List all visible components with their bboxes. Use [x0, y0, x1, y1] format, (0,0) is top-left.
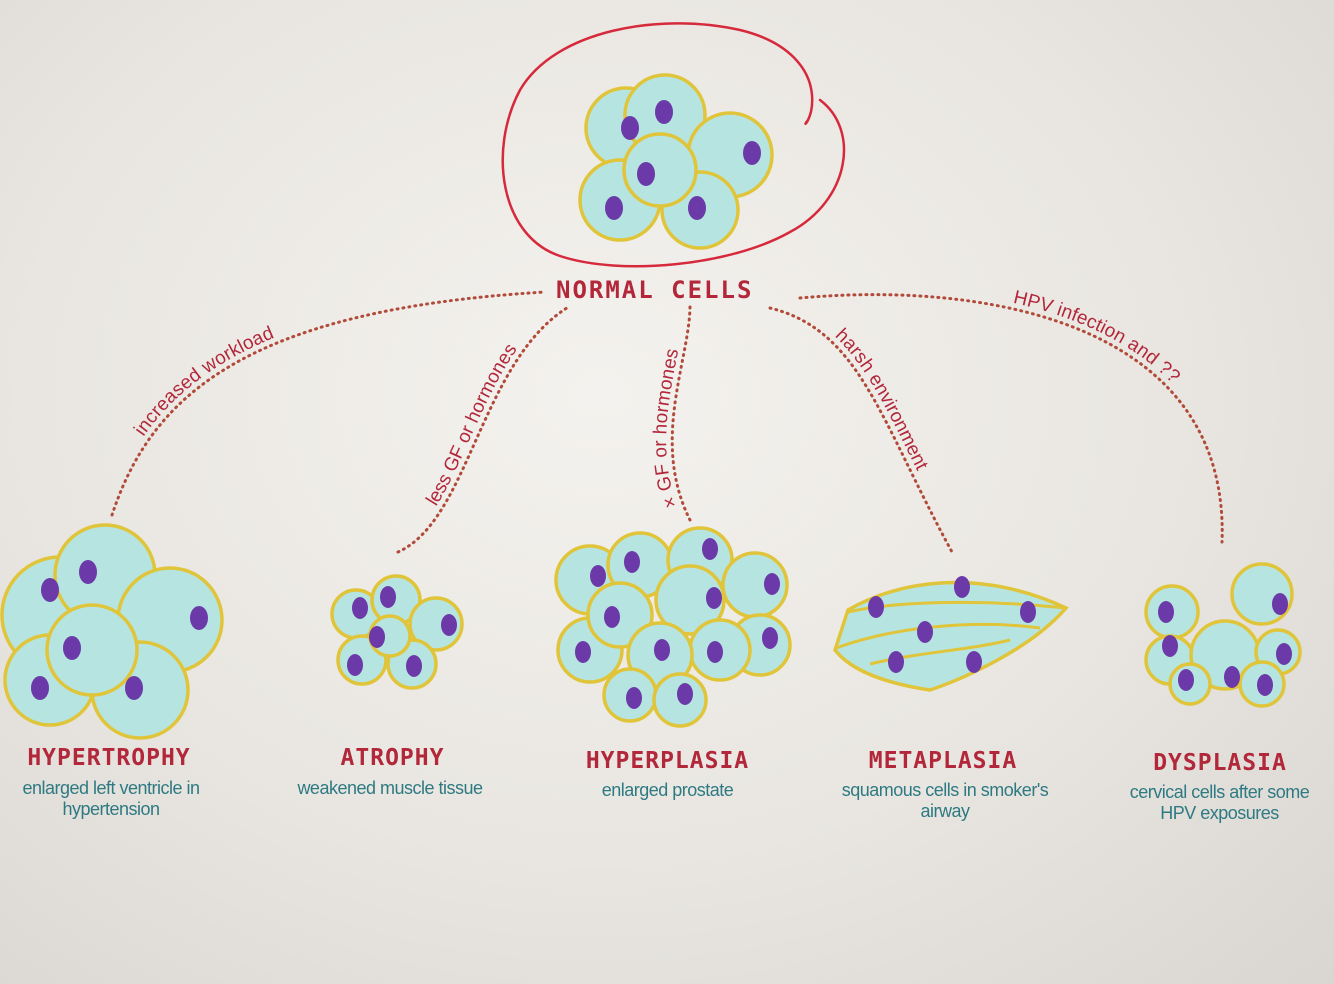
node-desc-dysplasia-line2: HPV exposures	[1112, 803, 1327, 824]
dysplasia-cells	[1146, 564, 1300, 706]
connector-label-dysplasia: HPV infection and ??	[1011, 287, 1183, 387]
node-desc-atrophy-line1: weakened muscle tissue	[280, 778, 500, 799]
node-title-dysplasia: DYSPLASIA	[1130, 750, 1310, 776]
connector-label-metaplasia: harsh environment	[831, 325, 932, 474]
hyperplasia-cells	[556, 528, 790, 726]
connector-dysplasia	[800, 295, 1222, 542]
node-desc-hypertrophy: enlarged left ventricle in hypertension	[0, 778, 222, 820]
node-desc-hyperplasia-line1: enlarged prostate	[570, 780, 765, 801]
node-desc-atrophy: weakened muscle tissue	[280, 778, 500, 799]
normal-cells-cluster	[580, 75, 772, 248]
node-title-metaplasia: METAPLASIA	[838, 748, 1048, 774]
node-desc-metaplasia-line2: airway	[820, 801, 1070, 822]
connector-label-atrophy: less GF or hormones	[422, 340, 521, 510]
node-title-hypertrophy: HYPERTROPHY	[4, 745, 214, 771]
node-desc-hypertrophy-line1: enlarged left ventricle in	[0, 778, 222, 799]
node-title-atrophy: ATROPHY	[300, 745, 485, 771]
node-desc-hypertrophy-line2: hypertension	[0, 799, 222, 820]
node-desc-dysplasia-line1: cervical cells after some	[1112, 782, 1327, 803]
connector-label-hypertrophy: increased workload	[130, 323, 276, 440]
node-title-hyperplasia: HYPERPLASIA	[560, 748, 775, 774]
node-desc-metaplasia: squamous cells in smoker's airway	[820, 780, 1070, 822]
node-desc-dysplasia: cervical cells after some HPV exposures	[1112, 782, 1327, 824]
atrophy-cells	[332, 576, 462, 688]
metaplasia-cells	[835, 576, 1066, 690]
root-label-normal-cells: NORMAL CELLS	[556, 276, 753, 304]
connector-atrophy	[398, 306, 570, 552]
node-desc-hyperplasia: enlarged prostate	[570, 780, 765, 801]
node-desc-metaplasia-line1: squamous cells in smoker's	[820, 780, 1070, 801]
hypertrophy-cells	[2, 525, 222, 738]
